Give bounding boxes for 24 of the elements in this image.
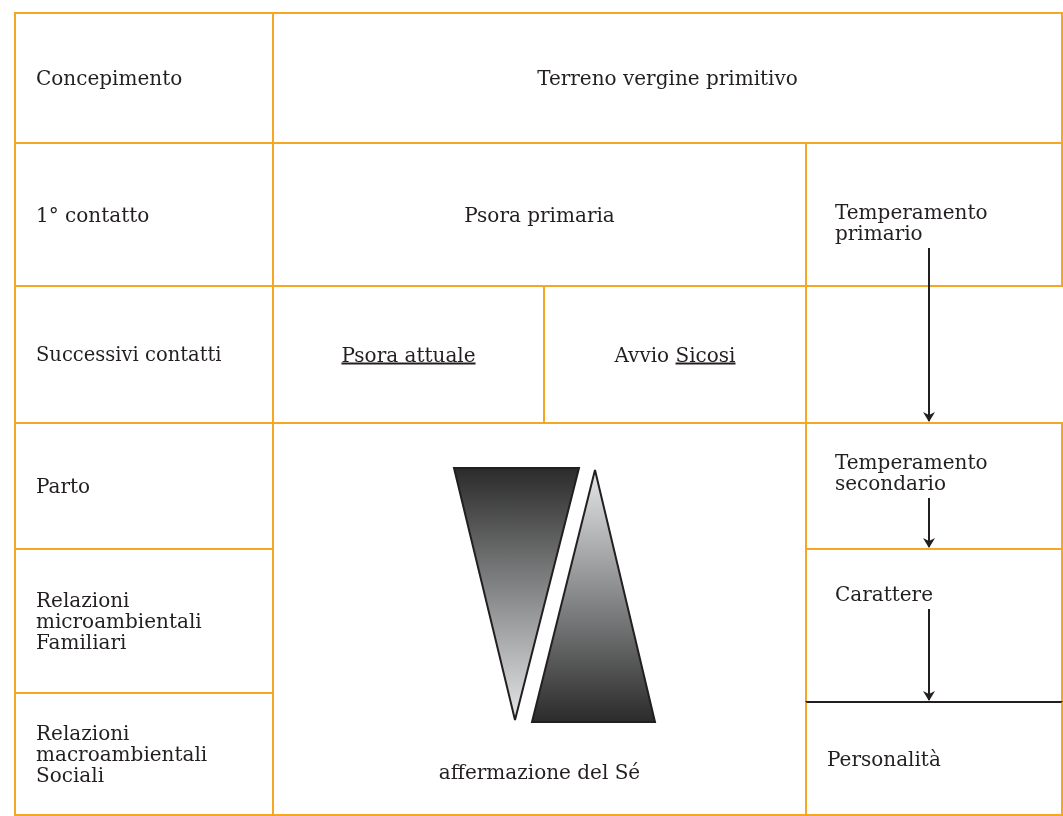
cell-label: Carattere: [835, 584, 934, 605]
table-cell: [14, 12, 274, 144]
table-cell: [805, 422, 1063, 550]
cell-label: Temperamento secondario: [835, 452, 989, 494]
cell-label: Successivi contatti: [36, 344, 222, 365]
table-cell: [272, 12, 1063, 144]
cell-label: Psora primaria: [463, 204, 616, 225]
cell-label: affermazione del Sé: [437, 762, 642, 783]
cell-label: Parto: [36, 475, 91, 497]
cell-label: Terreno vergine primitivo: [536, 67, 799, 89]
cell-label: Psora attuale: [340, 344, 477, 365]
cell-label: Temperamento primario: [835, 202, 989, 244]
cell-label: 1° contatto: [36, 204, 150, 225]
arrow: [923, 608, 935, 701]
table-cell: [805, 701, 1063, 816]
arrow: [923, 247, 935, 422]
cell-label: Relazioni microambientali Familiari: [36, 589, 203, 653]
cell-label: Relazioni macroambientali Sociali: [36, 722, 209, 786]
cell-label: Avvio Sicosi: [613, 344, 737, 365]
arrow: [923, 497, 935, 548]
cell-label: Personalità: [827, 748, 941, 769]
cell-label: Concepimento: [36, 67, 183, 89]
table-cell: [14, 692, 274, 816]
table-cell: [805, 142, 1063, 287]
